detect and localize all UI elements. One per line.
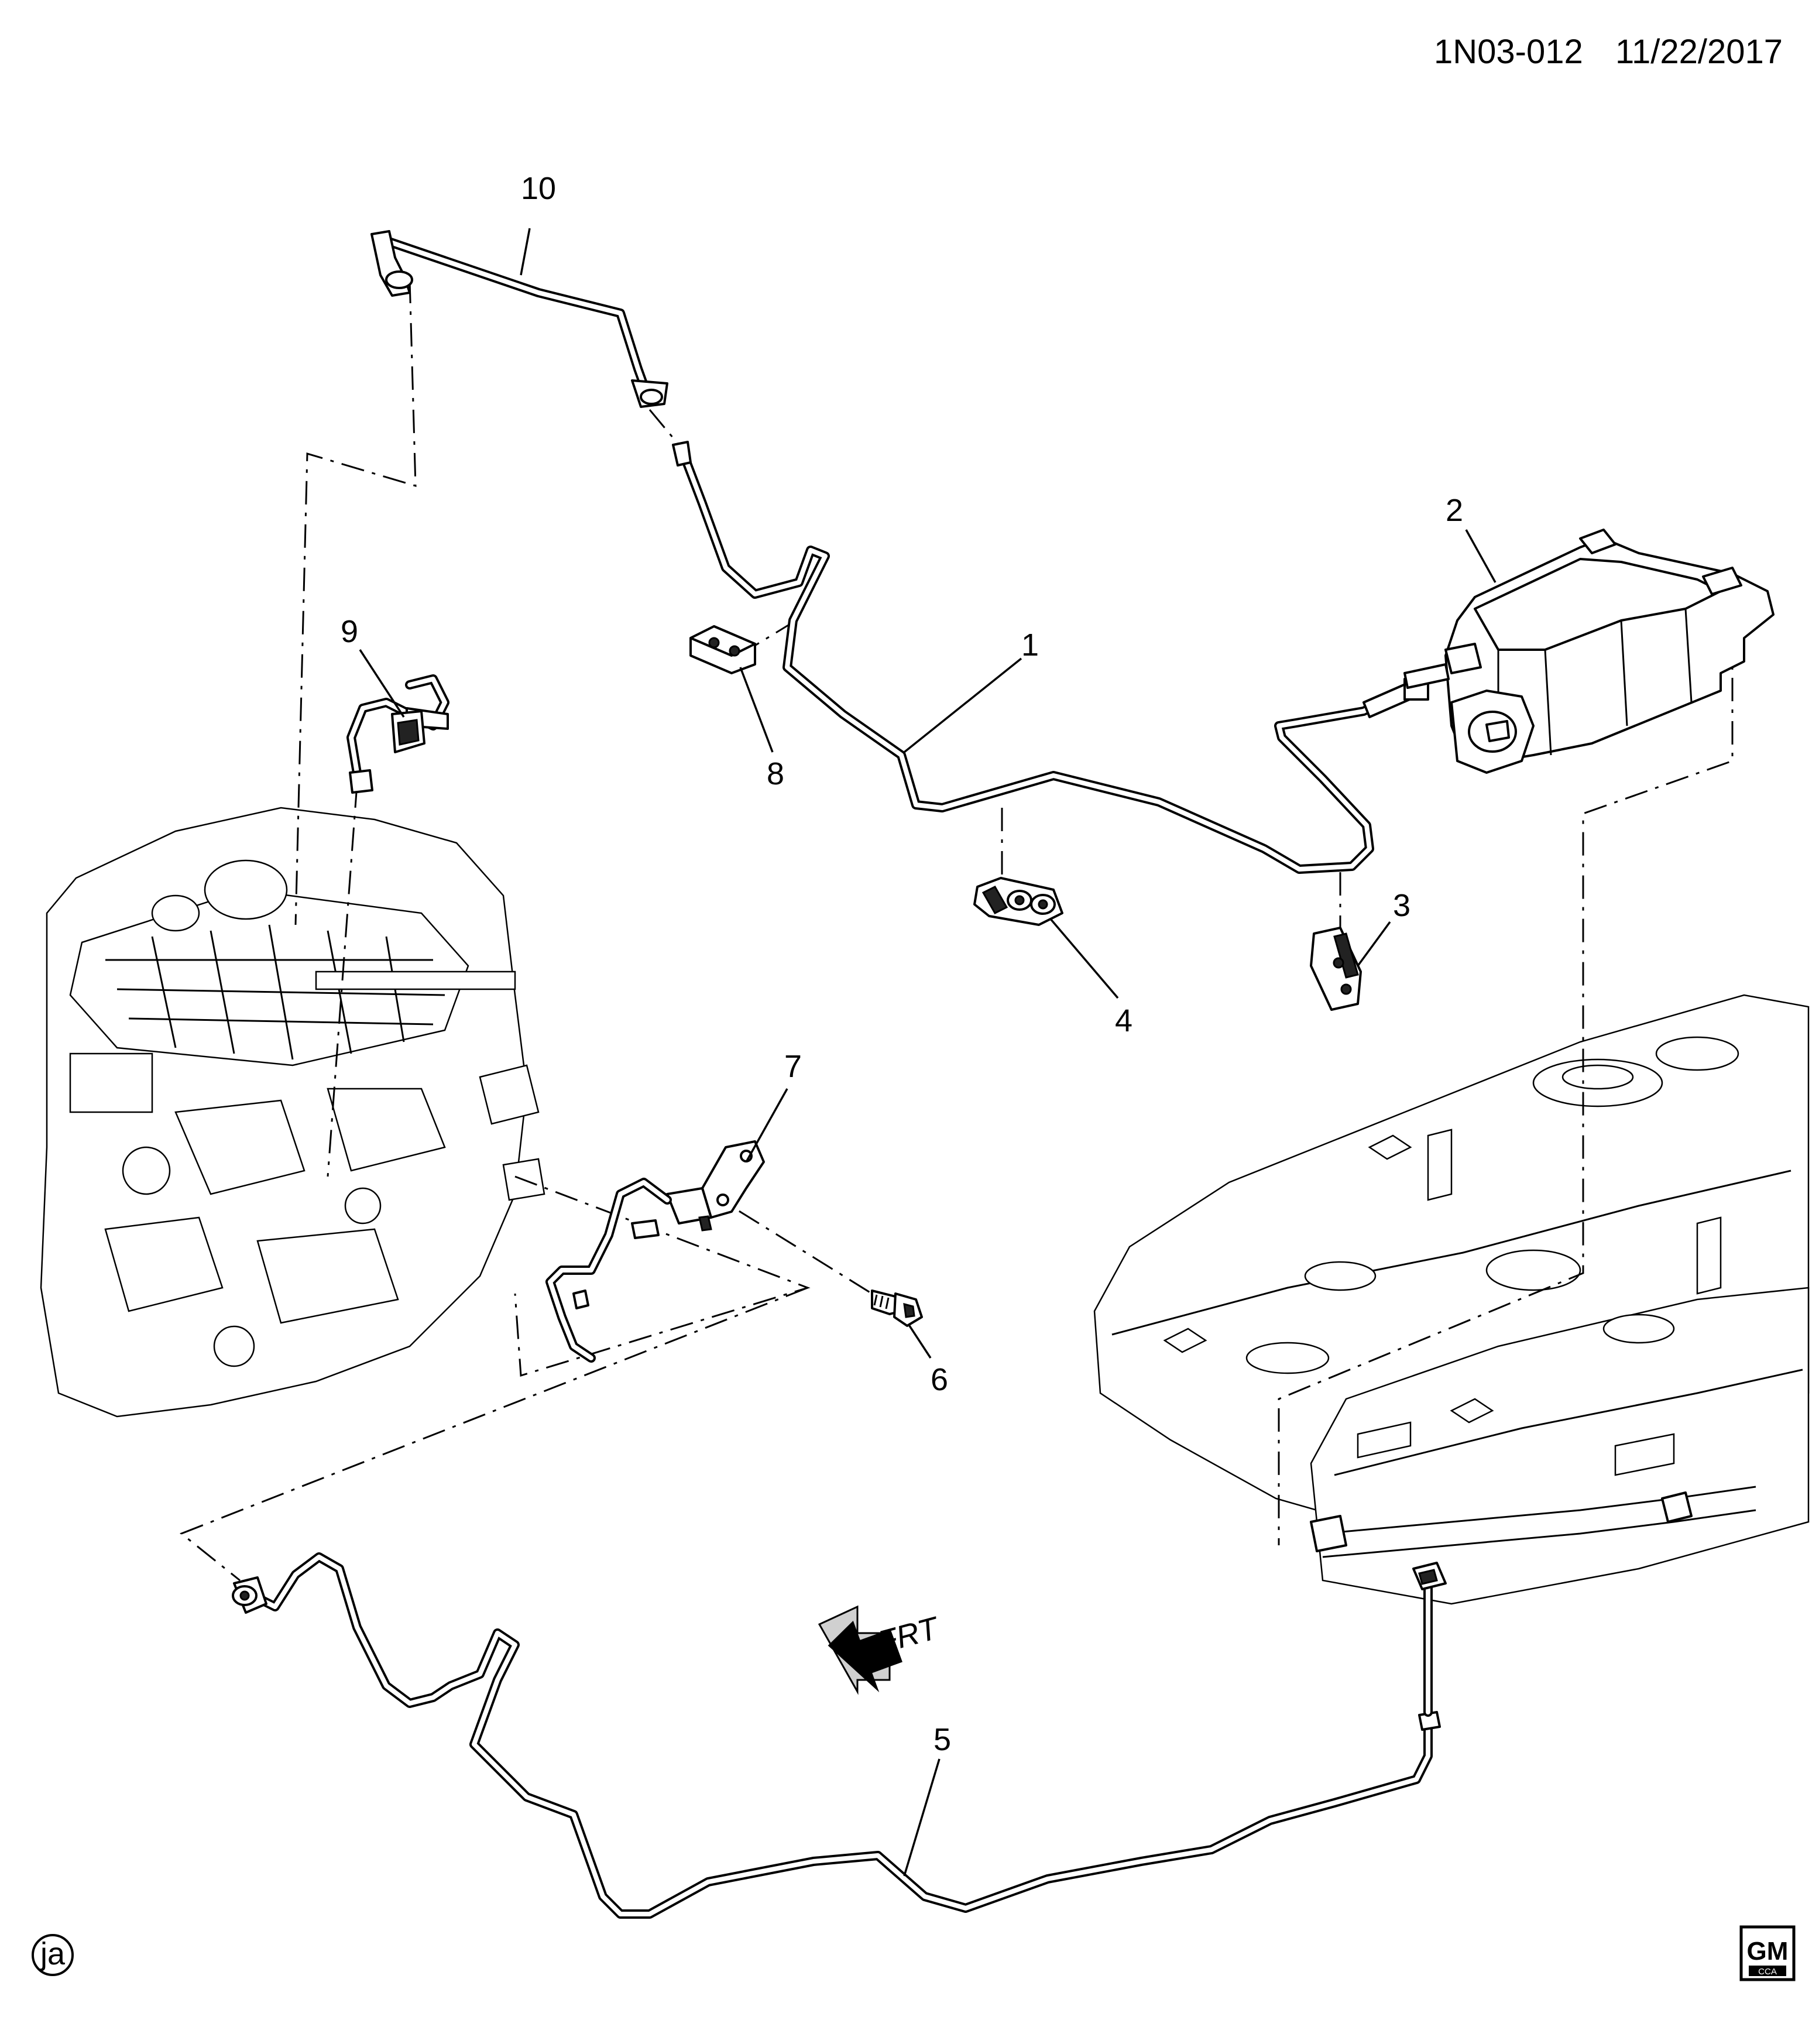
routing-line-10-end xyxy=(648,409,680,445)
tube-clip-3 xyxy=(1310,927,1362,1011)
routing-line-9 xyxy=(327,784,358,1177)
gm-logo-subtext: CCA xyxy=(1758,1967,1777,1977)
illustrator-initials: ja xyxy=(39,1936,66,1971)
leader-1 xyxy=(903,657,1022,753)
bolt xyxy=(871,1289,923,1327)
leader-4 xyxy=(1049,918,1119,999)
leader-7 xyxy=(745,1088,788,1162)
gm-logo: GM CCA xyxy=(1739,1925,1796,1981)
tube-clip-4 xyxy=(973,877,1063,926)
callout-9: 9 xyxy=(341,614,358,649)
vapor-line-lower xyxy=(232,1552,1447,1919)
callout-8: 8 xyxy=(767,756,784,791)
front-label: FRT xyxy=(874,1610,944,1661)
routing-line-7 xyxy=(514,1175,811,1377)
purge-valve-bracket xyxy=(545,1140,765,1363)
leader-6 xyxy=(907,1323,932,1359)
callout-6: 6 xyxy=(931,1362,948,1397)
routing-line-2 xyxy=(1278,591,1734,1545)
engine-assembly xyxy=(40,807,545,1418)
leader-5 xyxy=(903,1758,941,1877)
callout-7: 7 xyxy=(784,1049,802,1084)
leader-8 xyxy=(739,667,774,753)
diagram-code: 1N03-012 xyxy=(1434,33,1583,71)
routing-line-6 xyxy=(702,1187,896,1309)
callout-10: 10 xyxy=(521,171,556,206)
sensor-harness xyxy=(346,674,449,794)
callout-1: 1 xyxy=(1021,627,1039,663)
leader-2 xyxy=(1465,529,1497,583)
routing-line-5 xyxy=(180,1287,808,1582)
purge-hose-upper xyxy=(370,230,668,408)
leader-9 xyxy=(359,649,405,718)
leader-10 xyxy=(520,228,531,276)
callout-2: 2 xyxy=(1446,493,1463,528)
fuel-tank-assembly xyxy=(1093,994,1810,1605)
diagram-date: 11/22/2017 xyxy=(1615,33,1783,71)
purge-tube xyxy=(672,441,1429,874)
evap-canister xyxy=(1403,529,1775,774)
front-direction-indicator: FRT xyxy=(818,1605,944,1695)
callout-3: 3 xyxy=(1393,888,1410,923)
routing-line-10 xyxy=(294,279,417,925)
front-arrow-icon xyxy=(828,1620,902,1693)
tube-clip-8 xyxy=(689,625,756,674)
callout-4: 4 xyxy=(1115,1003,1132,1038)
leader-3 xyxy=(1357,921,1391,967)
gm-logo-text: GM xyxy=(1747,1937,1789,1966)
illustrator-mark: ja xyxy=(32,1934,74,1976)
callout-5: 5 xyxy=(933,1722,951,1757)
